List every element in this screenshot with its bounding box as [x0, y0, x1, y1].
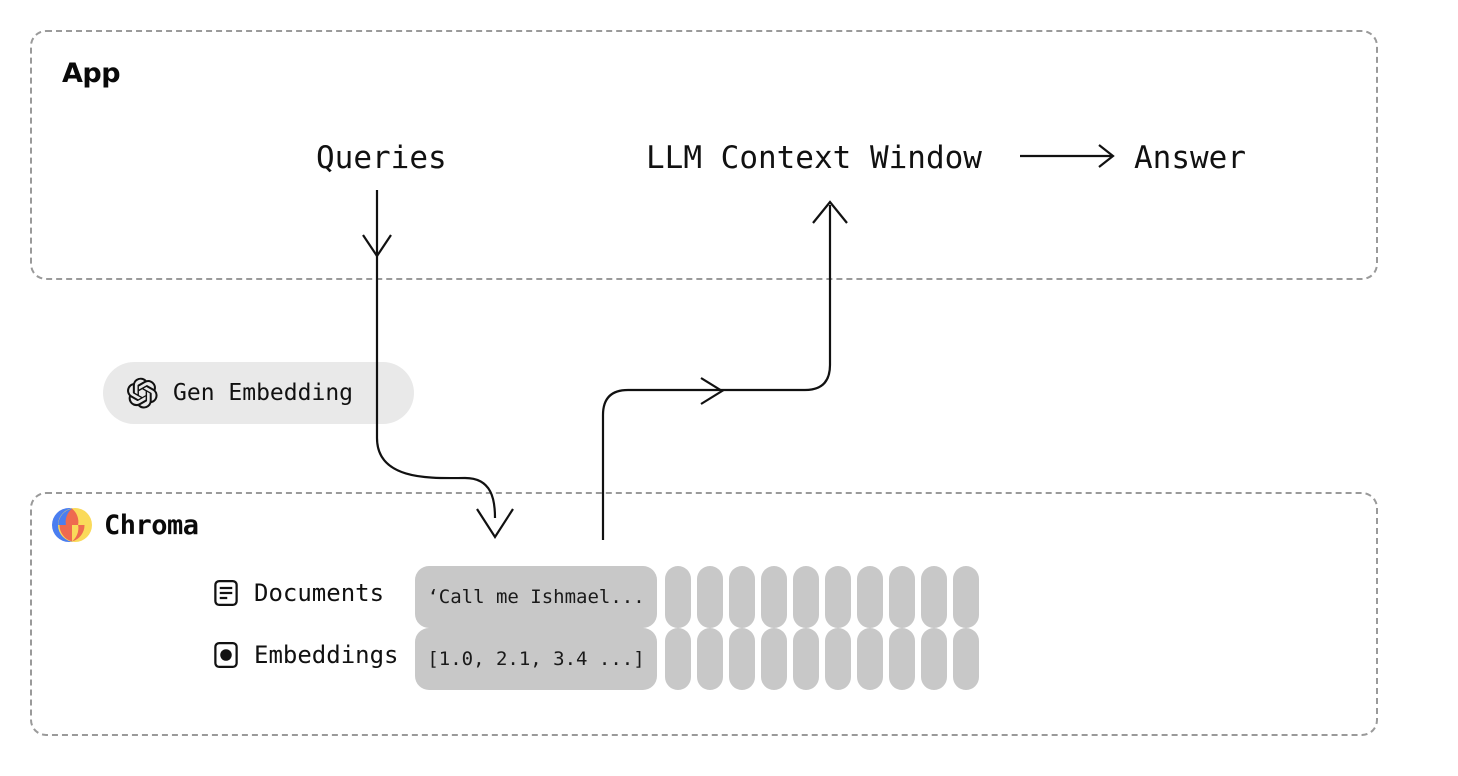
- placeholder-pill: [857, 566, 883, 628]
- chroma-title: Chroma: [104, 509, 199, 541]
- placeholder-pill: [921, 566, 947, 628]
- embedding-sample-box[interactable]: [1.0, 2.1, 3.4 ...]: [415, 628, 657, 690]
- placeholder-pill: [761, 628, 787, 690]
- placeholder-pill: [921, 628, 947, 690]
- placeholder-pill: [953, 628, 979, 690]
- placeholder-pill: [697, 566, 723, 628]
- placeholder-pill: [761, 566, 787, 628]
- chroma-logo-icon: [52, 508, 92, 542]
- placeholder-pill: [825, 628, 851, 690]
- embedding-column-placeholders: [665, 628, 979, 690]
- placeholder-pill: [729, 566, 755, 628]
- queries-label: Queries: [316, 140, 447, 176]
- llm-context-window-label: LLM Context Window: [646, 140, 982, 176]
- chroma-brand: Chroma: [52, 508, 199, 542]
- placeholder-pill: [889, 566, 915, 628]
- placeholder-pill: [665, 566, 691, 628]
- placeholder-pill: [793, 628, 819, 690]
- placeholder-pill: [665, 628, 691, 690]
- embeddings-row: Embeddings: [211, 640, 399, 670]
- vector-dot-icon: [214, 642, 238, 668]
- document-sample-box[interactable]: ‘Call me Ishmael...: [415, 566, 657, 628]
- app-title: App: [62, 58, 121, 89]
- document-sample-text: ‘Call me Ishmael...: [427, 586, 645, 608]
- placeholder-pill: [825, 566, 851, 628]
- placeholder-pill: [793, 566, 819, 628]
- placeholder-pill: [729, 628, 755, 690]
- placeholder-pill: [857, 628, 883, 690]
- placeholder-pill: [889, 628, 915, 690]
- embedding-sample-text: [1.0, 2.1, 3.4 ...]: [427, 648, 645, 670]
- document-icon: [214, 580, 238, 606]
- gen-embedding-pill[interactable]: Gen Embedding: [103, 362, 414, 424]
- placeholder-pill: [953, 566, 979, 628]
- documents-label: Documents: [254, 579, 385, 607]
- placeholder-pill: [697, 628, 723, 690]
- gen-embedding-label: Gen Embedding: [173, 380, 354, 406]
- documents-row: Documents: [211, 578, 384, 608]
- openai-logo-icon: [127, 377, 158, 409]
- document-column-placeholders: [665, 566, 979, 628]
- answer-label: Answer: [1134, 140, 1246, 176]
- embeddings-label: Embeddings: [254, 641, 399, 669]
